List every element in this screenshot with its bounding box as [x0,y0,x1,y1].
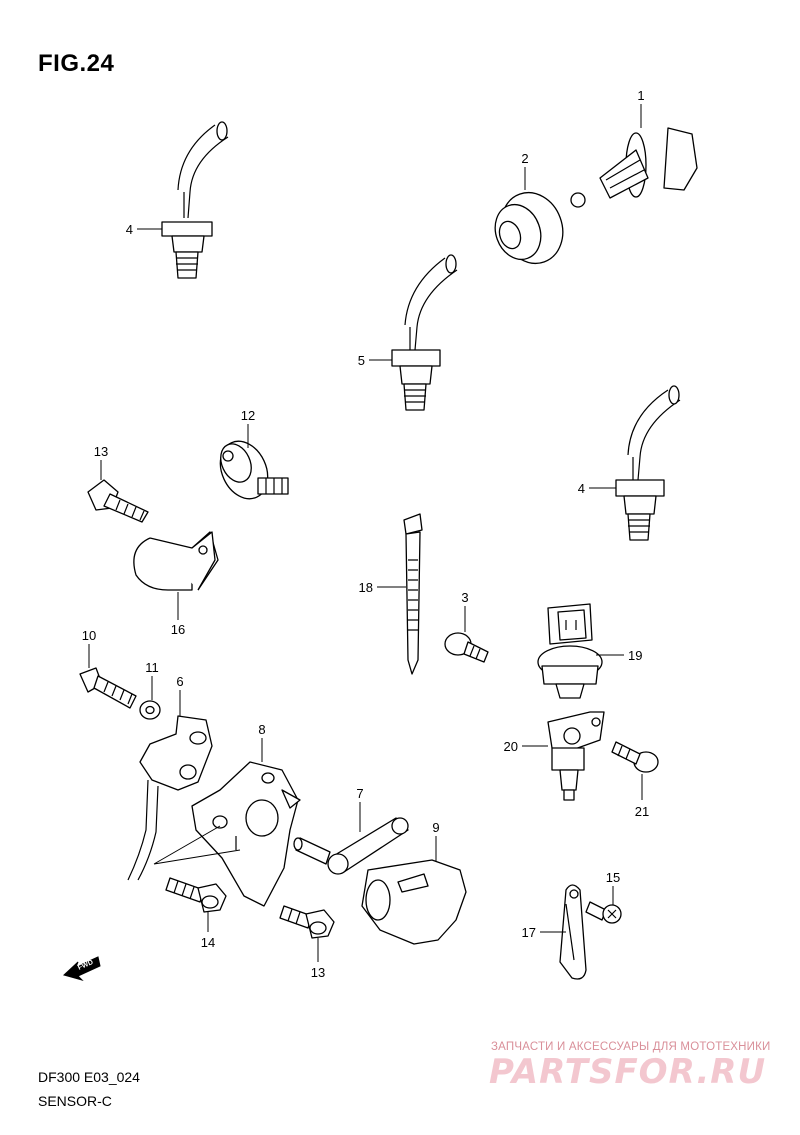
figure-title: FIG.24 [38,50,115,77]
callout-9: 9 [432,820,439,835]
callout-10: 10 [82,628,96,643]
part-21-bolt[interactable] [611,741,659,773]
part-6-sensor[interactable] [127,715,213,881]
part-9-sensor-cover[interactable] [361,859,467,945]
part-3-bolt[interactable] [444,632,489,663]
callout-12: 12 [241,408,255,423]
part-20-sensor[interactable] [547,711,605,801]
part-5-sensor[interactable] [391,254,458,411]
watermark-brand: PARTSFOR.RU [489,1052,767,1092]
part-8-bracket[interactable] [191,761,301,907]
part-10-bolt[interactable] [79,667,137,709]
callout-1: 1 [637,88,644,103]
callout-13-lower: 13 [311,965,325,980]
part-13-bolt-upper[interactable] [87,479,149,523]
part-16-clamp[interactable] [133,531,219,591]
part-1-sensor-connector[interactable] [570,127,698,208]
part-11-washer[interactable] [139,700,161,720]
leader-lines [88,104,643,962]
callout-21: 21 [635,804,649,819]
callout-4-right: 4 [578,481,585,496]
callout-11: 11 [145,660,159,675]
part-14-bolt[interactable] [165,877,227,913]
callout-6: 6 [176,674,183,689]
callout-13-upper: 13 [94,444,108,459]
part-7-link-arm[interactable] [293,817,409,875]
model-code: DF300 E03_024 [38,1069,140,1085]
part-13-bolt-lower[interactable] [279,905,335,939]
callout-20: 20 [504,739,518,754]
part-4-sensor-right[interactable] [615,385,681,541]
part-19-pressure-switch[interactable] [537,603,603,699]
callout-18: 18 [359,580,373,595]
callout-numbers: 1 2 3 4 4 5 6 7 8 9 10 11 12 13 13 14 15… [82,88,649,980]
part-12-knock-sensor[interactable] [211,434,289,507]
callout-3: 3 [461,590,468,605]
part-17-clip[interactable] [559,884,587,980]
part-15-screw[interactable] [585,901,622,924]
callout-2: 2 [521,151,528,166]
callout-5: 5 [358,353,365,368]
callout-4-upper: 4 [126,222,133,237]
callout-17: 17 [522,925,536,940]
callout-16: 16 [171,622,185,637]
part-4-sensor-upper[interactable] [161,121,229,279]
callout-8: 8 [258,722,265,737]
part-18-cable-tie[interactable] [403,513,423,675]
callout-19: 19 [628,648,642,663]
callout-14: 14 [201,935,215,950]
section-title: SENSOR-C [38,1093,112,1109]
watermark-subtitle: ЗАПЧАСТИ И АКСЕССУАРЫ ДЛЯ МОТОТЕХНИКИ [491,1041,771,1053]
callout-15: 15 [606,870,620,885]
fwd-arrow-icon: FWD [63,956,101,981]
callout-7: 7 [356,786,363,801]
part-2-grommet[interactable] [488,184,573,272]
